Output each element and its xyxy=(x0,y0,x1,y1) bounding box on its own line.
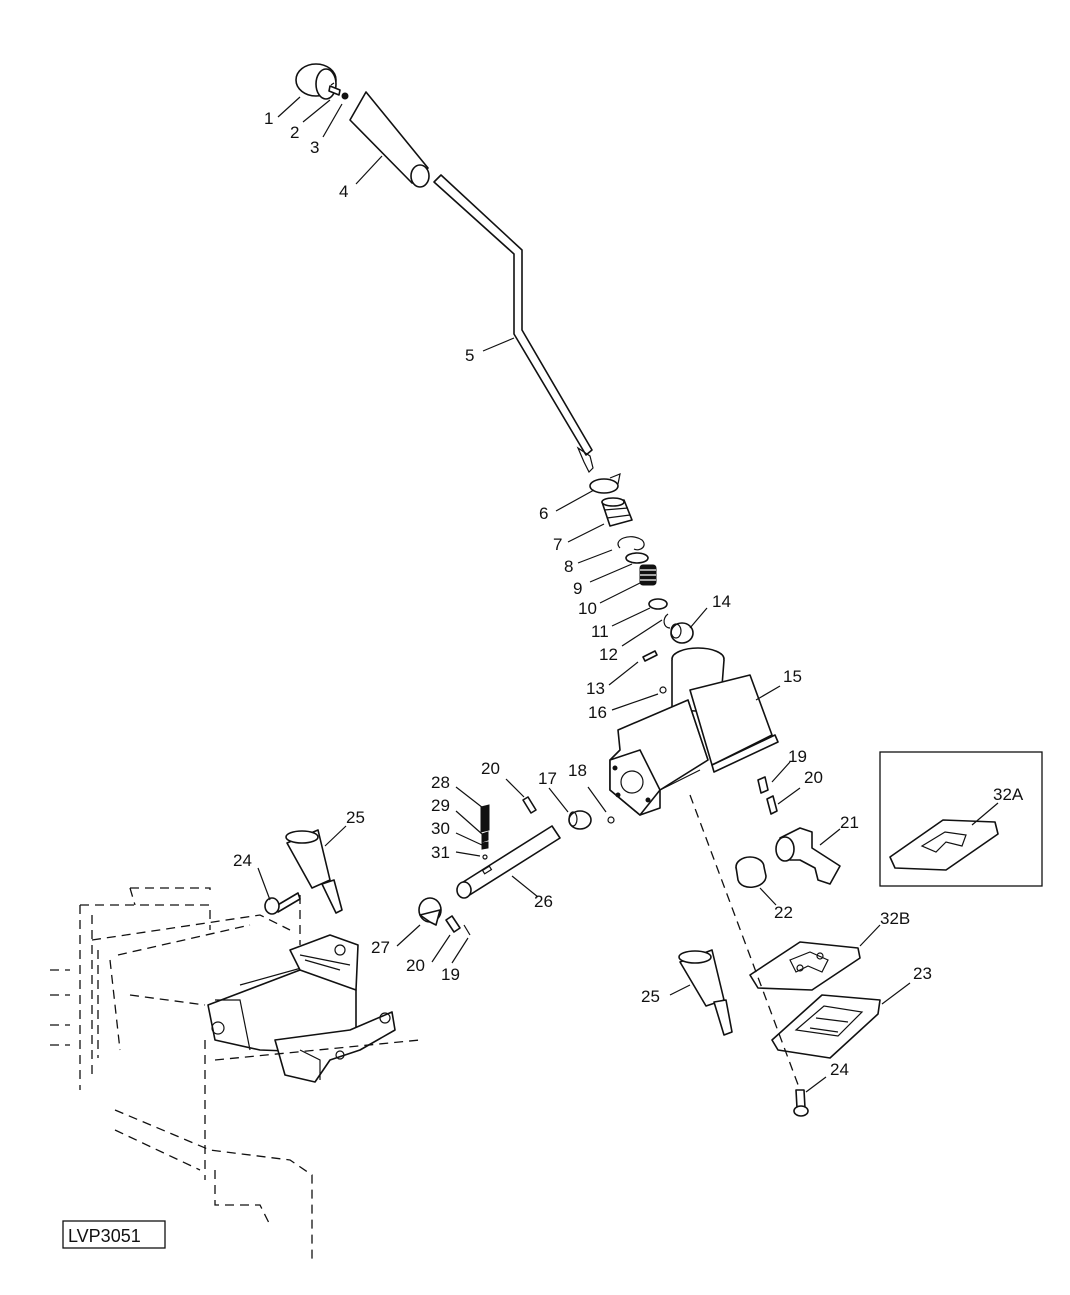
retaining-pin-bottom-part xyxy=(463,924,471,936)
callout-24a: 24 xyxy=(233,851,252,870)
callout-29: 29 xyxy=(431,796,450,815)
callout-6: 6 xyxy=(539,504,548,523)
ball-18-part xyxy=(607,816,615,824)
callout-9: 9 xyxy=(573,579,582,598)
control-lever-bottom-part xyxy=(678,949,733,1036)
callout-16: 16 xyxy=(588,703,607,722)
roll-pin-right-part xyxy=(766,795,778,815)
callout-18: 18 xyxy=(568,761,587,780)
washer-part xyxy=(341,92,349,100)
handle-grip-part xyxy=(349,91,430,188)
shift-housing-part xyxy=(609,647,779,816)
callout-4: 4 xyxy=(339,182,348,201)
phantom-lines xyxy=(50,794,801,1260)
bushing-22-part xyxy=(735,856,767,888)
roll-pin-top-part xyxy=(522,796,537,814)
shift-arm-27-part xyxy=(418,897,442,926)
shift-plate-32b-part xyxy=(749,941,861,991)
roll-pin-bottom-part xyxy=(445,915,461,933)
callout-24b: 24 xyxy=(830,1060,849,1079)
inset-box-32a xyxy=(879,751,1043,887)
spring-28-part xyxy=(480,804,490,833)
bushing-part xyxy=(670,622,694,644)
figure-id-box: LVP3051 xyxy=(62,1220,166,1249)
snap-ring-part xyxy=(617,536,645,551)
spring-30-part xyxy=(481,841,489,850)
callout-1: 1 xyxy=(264,109,273,128)
callout-5: 5 xyxy=(465,346,474,365)
knob-part xyxy=(295,63,337,100)
shift-shaft-part xyxy=(456,825,561,899)
callout-25b: 25 xyxy=(641,987,660,1006)
callout-13: 13 xyxy=(586,679,605,698)
callout-labels: 1 2 3 4 5 6 7 8 9 10 11 12 13 14 15 16 1… xyxy=(233,109,1024,1079)
callout-10: 10 xyxy=(578,599,597,618)
callout-2: 2 xyxy=(290,123,299,142)
control-lever-top-part xyxy=(285,829,343,914)
callout-8: 8 xyxy=(564,557,573,576)
bolt-top-part xyxy=(264,892,301,915)
callout-3: 3 xyxy=(310,138,319,157)
ball-part xyxy=(659,686,667,694)
ring-part xyxy=(625,552,649,564)
bushing-17-part xyxy=(568,810,592,830)
lever-rod-part xyxy=(433,174,594,474)
screw-part xyxy=(328,82,341,96)
callout-23: 23 xyxy=(913,964,932,983)
figure-id: LVP3051 xyxy=(68,1226,141,1246)
retainer-ring-part xyxy=(663,613,671,629)
callout-20b: 20 xyxy=(406,956,425,975)
callout-19a: 19 xyxy=(441,965,460,984)
transmission-assembly xyxy=(207,934,396,1083)
boot-part xyxy=(601,497,633,527)
callout-26: 26 xyxy=(534,892,553,911)
callout-28: 28 xyxy=(431,773,450,792)
callout-32b: 32B xyxy=(880,909,910,928)
callout-15: 15 xyxy=(783,667,802,686)
pin-part xyxy=(642,650,658,662)
callout-30: 30 xyxy=(431,819,450,838)
callout-21: 21 xyxy=(840,813,859,832)
callout-27: 27 xyxy=(371,938,390,957)
ball-31-part xyxy=(482,854,488,860)
o-ring-part xyxy=(648,598,668,610)
callout-19b: 19 xyxy=(788,747,807,766)
callout-25a: 25 xyxy=(346,808,365,827)
shift-arm-21-part xyxy=(775,827,841,885)
spring-part xyxy=(639,564,657,586)
spring-29-part xyxy=(481,831,489,843)
callout-32a: 32A xyxy=(993,785,1024,804)
callout-31: 31 xyxy=(431,843,450,862)
callout-20a: 20 xyxy=(481,759,500,778)
callout-7: 7 xyxy=(553,535,562,554)
clamp-part xyxy=(589,473,621,494)
callout-17: 17 xyxy=(538,769,557,788)
callout-20c: 20 xyxy=(804,768,823,787)
callout-14: 14 xyxy=(712,592,731,611)
bolt-bottom-part xyxy=(793,1089,809,1117)
leader-lines xyxy=(257,96,999,1093)
retaining-pin-right-part xyxy=(757,776,769,794)
callout-11: 11 xyxy=(591,622,609,641)
callout-12: 12 xyxy=(599,645,618,664)
callout-22: 22 xyxy=(774,903,793,922)
shift-gate-23-part xyxy=(771,994,881,1059)
